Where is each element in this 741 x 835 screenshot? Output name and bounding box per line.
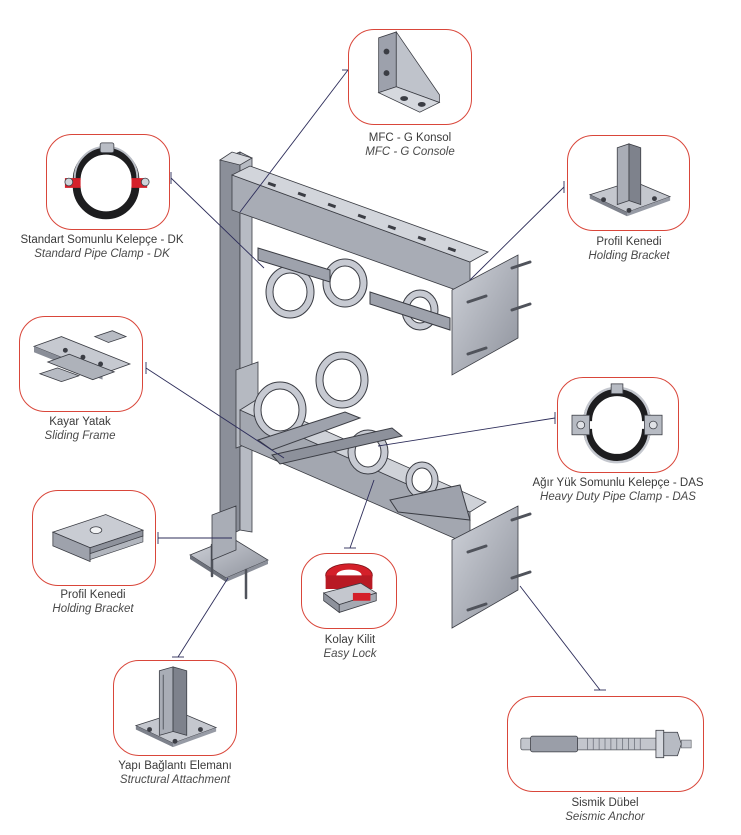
label-dk-en: Standard Pipe Clamp - DK [34,247,170,260]
bracket-console-icon [377,30,441,113]
callout-holding-bracket-left [32,490,156,586]
lower-clamps [253,351,471,521]
holding-bracket-plate-icon [51,514,145,563]
heavy-pipe-clamp-icon [571,383,663,464]
label-holding-bracket-left: Profil Kenedi Holding Bracket [52,589,133,616]
callout-standard-pipe-clamp [46,134,170,230]
label-holding-bracket-top: Profil Kenedi Holding Bracket [588,236,669,263]
seismic-anchor-icon [520,729,692,759]
base-plate [189,505,269,600]
label-sismik-tr: Sismik Dübel [571,797,639,809]
label-kolay-tr: Kolay Kilit [324,634,376,646]
label-heavy-duty-clamp: Ağır Yük Somunlu Kelepçe - DAS Heavy Dut… [532,477,703,504]
label-das-tr: Ağır Yük Somunlu Kelepçe - DAS [532,477,704,489]
label-mfc-console: MFC - G Konsol MFC - G Console [365,132,454,159]
label-structural-attachment: Yapı Bağlantı Elemanı Structural Attachm… [118,760,232,787]
label-profil-top-en: Holding Bracket [588,249,670,262]
label-easy-lock: Kolay Kilit Easy Lock [323,634,376,661]
label-profil-left-en: Holding Bracket [52,602,134,615]
callout-sliding-frame [19,316,143,412]
label-kolay-en: Easy Lock [323,647,377,660]
callout-heavy-duty-clamp [557,377,679,473]
callout-easy-lock [301,553,397,629]
label-kayar-tr: Kayar Yatak [49,416,111,428]
upper-clamps [257,247,451,331]
callout-holding-bracket-top [567,135,690,231]
label-standard-pipe-clamp: Standart Somunlu Kelepçe - DK Standard P… [20,234,183,261]
label-yapi-tr: Yapı Bağlantı Elemanı [118,760,232,772]
holding-bracket-post-icon [588,143,672,217]
callout-mfc-console [348,29,472,125]
label-mfc-tr: MFC - G Konsol [368,132,452,144]
sliding-frame-icon [32,330,132,383]
label-profil-top-tr: Profil Kenedi [596,236,662,248]
label-kayar-en: Sliding Frame [44,429,116,442]
label-profil-left-tr: Profil Kenedi [60,589,126,601]
label-dk-tr: Standart Somunlu Kelepçe - DK [20,234,184,246]
label-sliding-frame: Kayar Yatak Sliding Frame [45,416,116,443]
easy-lock-icon [322,563,378,614]
callout-structural-attachment [113,660,237,756]
callout-seismic-anchor [507,696,704,792]
structural-attachment-icon [134,666,218,748]
pipe-clamp-icon [64,142,150,220]
lower-wall-plate [451,505,532,629]
label-mfc-en: MFC - G Console [365,145,455,158]
label-yapi-en: Structural Attachment [119,773,231,786]
label-das-en: Heavy Duty Pipe Clamp - DAS [540,490,696,503]
label-sismik-en: Seismic Anchor [565,810,645,823]
label-seismic-anchor: Sismik Dübel Seismic Anchor [565,797,644,824]
